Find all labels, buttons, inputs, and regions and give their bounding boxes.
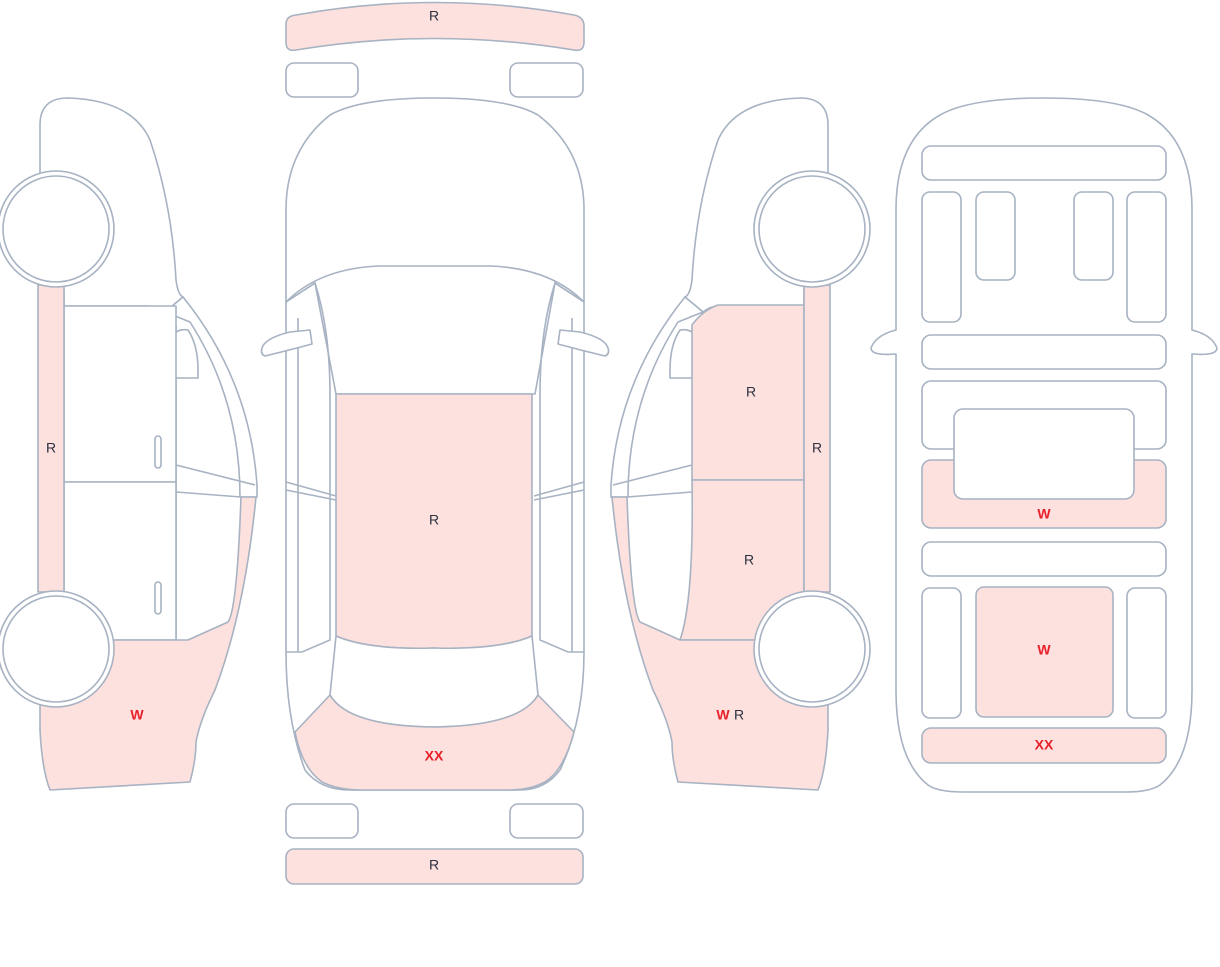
trunk-lid[interactable] [329,635,539,728]
left-pillar-code: R [46,440,56,456]
left-rear-quarter-code: W [130,707,144,723]
front-bumper-code: R [429,8,439,24]
left-pillar[interactable] [37,284,65,593]
left-windshield-pillar[interactable] [164,296,258,498]
cargo-code: W [1037,642,1051,658]
passenger-seat[interactable] [1073,191,1114,281]
front-right-door-panel[interactable] [1126,191,1167,323]
front-left-headlight[interactable] [285,62,359,98]
trunk-code: XX [1035,737,1054,753]
rear-bumper-code: R [429,857,439,873]
front-right-headlight[interactable] [509,62,584,98]
dashboard[interactable] [921,145,1167,181]
right-front-wheel[interactable] [758,175,866,283]
cargo-floor[interactable] [975,586,1114,718]
right-pillar[interactable] [803,284,831,593]
right-rear-quarter-code-r: R [734,707,744,723]
center-console[interactable] [921,334,1167,370]
top-view [260,1,610,885]
right-windshield-pillar[interactable] [610,296,704,498]
rear-shelf[interactable] [921,541,1167,577]
rear-bumper[interactable] [285,848,584,885]
left-mirror-top[interactable] [260,329,313,357]
right-pillar-code: R [812,440,822,456]
rear-right-taillight[interactable] [509,803,584,839]
interior-view [870,97,1218,793]
front-left-door-panel[interactable] [921,191,962,323]
right-front-door[interactable] [691,304,805,481]
right-rear-door-code: R [744,552,754,568]
rear-left-panel[interactable] [921,587,962,719]
left-rear-door-handle [154,581,162,615]
left-rear-wheel[interactable] [2,595,110,703]
right-side-view [610,97,871,791]
rear-seat-code: W [1037,506,1051,522]
right-front-door-code: R [746,384,756,400]
driver-seat[interactable] [975,191,1016,281]
right-rear-quarter-code-w: W [716,707,730,723]
roof-code: R [429,512,439,528]
left-side-view [0,97,258,791]
trunk-sill[interactable] [921,727,1167,764]
right-rear-wheel[interactable] [758,595,866,703]
rear-window-code: XX [425,748,444,764]
rear-left-taillight[interactable] [285,803,359,839]
left-front-wheel[interactable] [2,175,110,283]
left-front-door-handle [154,435,162,469]
front-bumper[interactable] [285,1,585,52]
right-mirror-top[interactable] [557,329,610,357]
rear-right-panel[interactable] [1126,587,1167,719]
rear-headrest-area[interactable] [953,408,1135,500]
rear-window[interactable] [294,694,575,791]
